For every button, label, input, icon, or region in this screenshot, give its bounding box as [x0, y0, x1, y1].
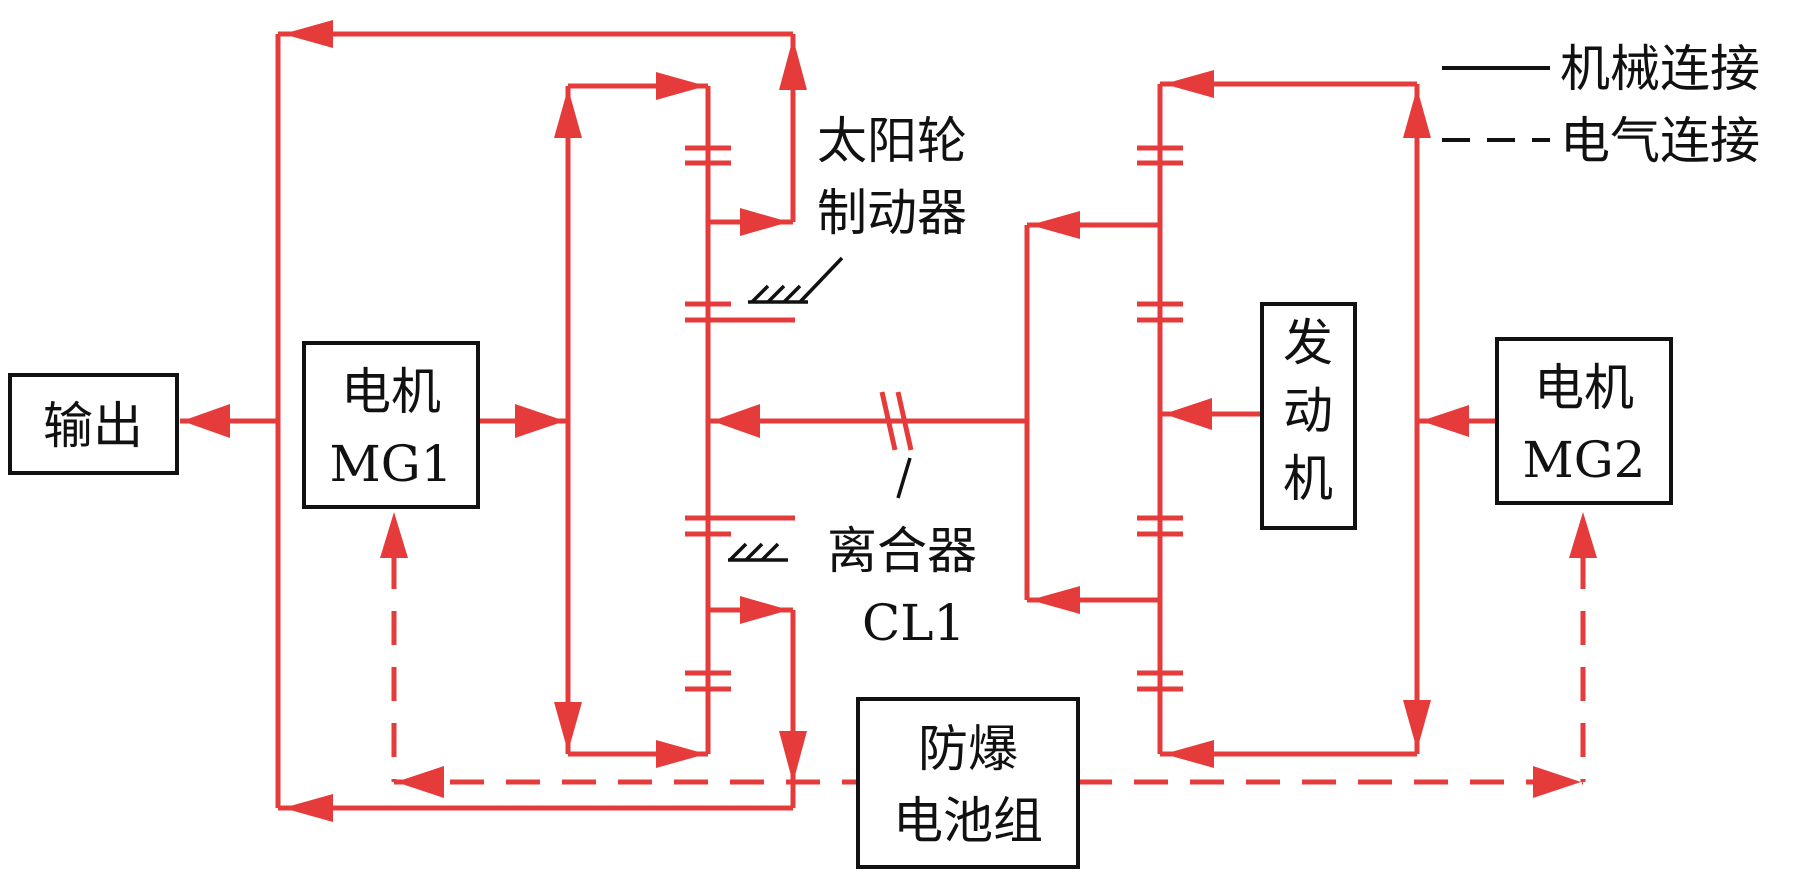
sun-brake-caption: 太阳轮 制动器 — [817, 112, 967, 242]
battery-label-line1: 防爆 — [918, 720, 1018, 778]
battery-label-line2: 电池组 — [893, 792, 1043, 850]
mg1-label-line2: MG1 — [330, 435, 453, 493]
legend-electrical-label: 电气连接 — [1560, 112, 1760, 170]
legend-mechanical-label: 机械连接 — [1560, 40, 1760, 98]
output-box: 输出 — [8, 373, 179, 475]
mg1-label-line1: 电机 — [341, 363, 441, 421]
clutch-label-line2: CL1 — [862, 594, 965, 652]
engine-box: 发 动 机 — [1260, 302, 1357, 530]
clutch-label-line1: 离合器 — [827, 522, 977, 580]
arrowheads — [182, 20, 1597, 822]
engine-label-1: 发 — [1283, 314, 1333, 372]
battery-box: 防爆 电池组 — [856, 697, 1080, 869]
mg2-label-line1: 电机 — [1534, 359, 1634, 417]
mg2-box: 电机 MG2 — [1495, 337, 1673, 505]
mg1-box: 电机 MG1 — [302, 341, 480, 509]
legend: 机械连接 电气连接 — [1442, 40, 1760, 170]
sun-brake-label-line2: 制动器 — [817, 184, 967, 242]
engine-label-3: 机 — [1283, 450, 1333, 508]
output-label: 输出 — [43, 397, 143, 455]
brake-symbols — [728, 256, 912, 562]
mg2-label-line2: MG2 — [1523, 431, 1646, 489]
gear-symbols — [685, 145, 1183, 692]
sun-brake-label-line1: 太阳轮 — [817, 112, 967, 170]
electrical-connections — [391, 555, 1586, 785]
engine-label-2: 动 — [1283, 382, 1333, 440]
clutch-caption: 离合器 CL1 — [827, 522, 977, 652]
